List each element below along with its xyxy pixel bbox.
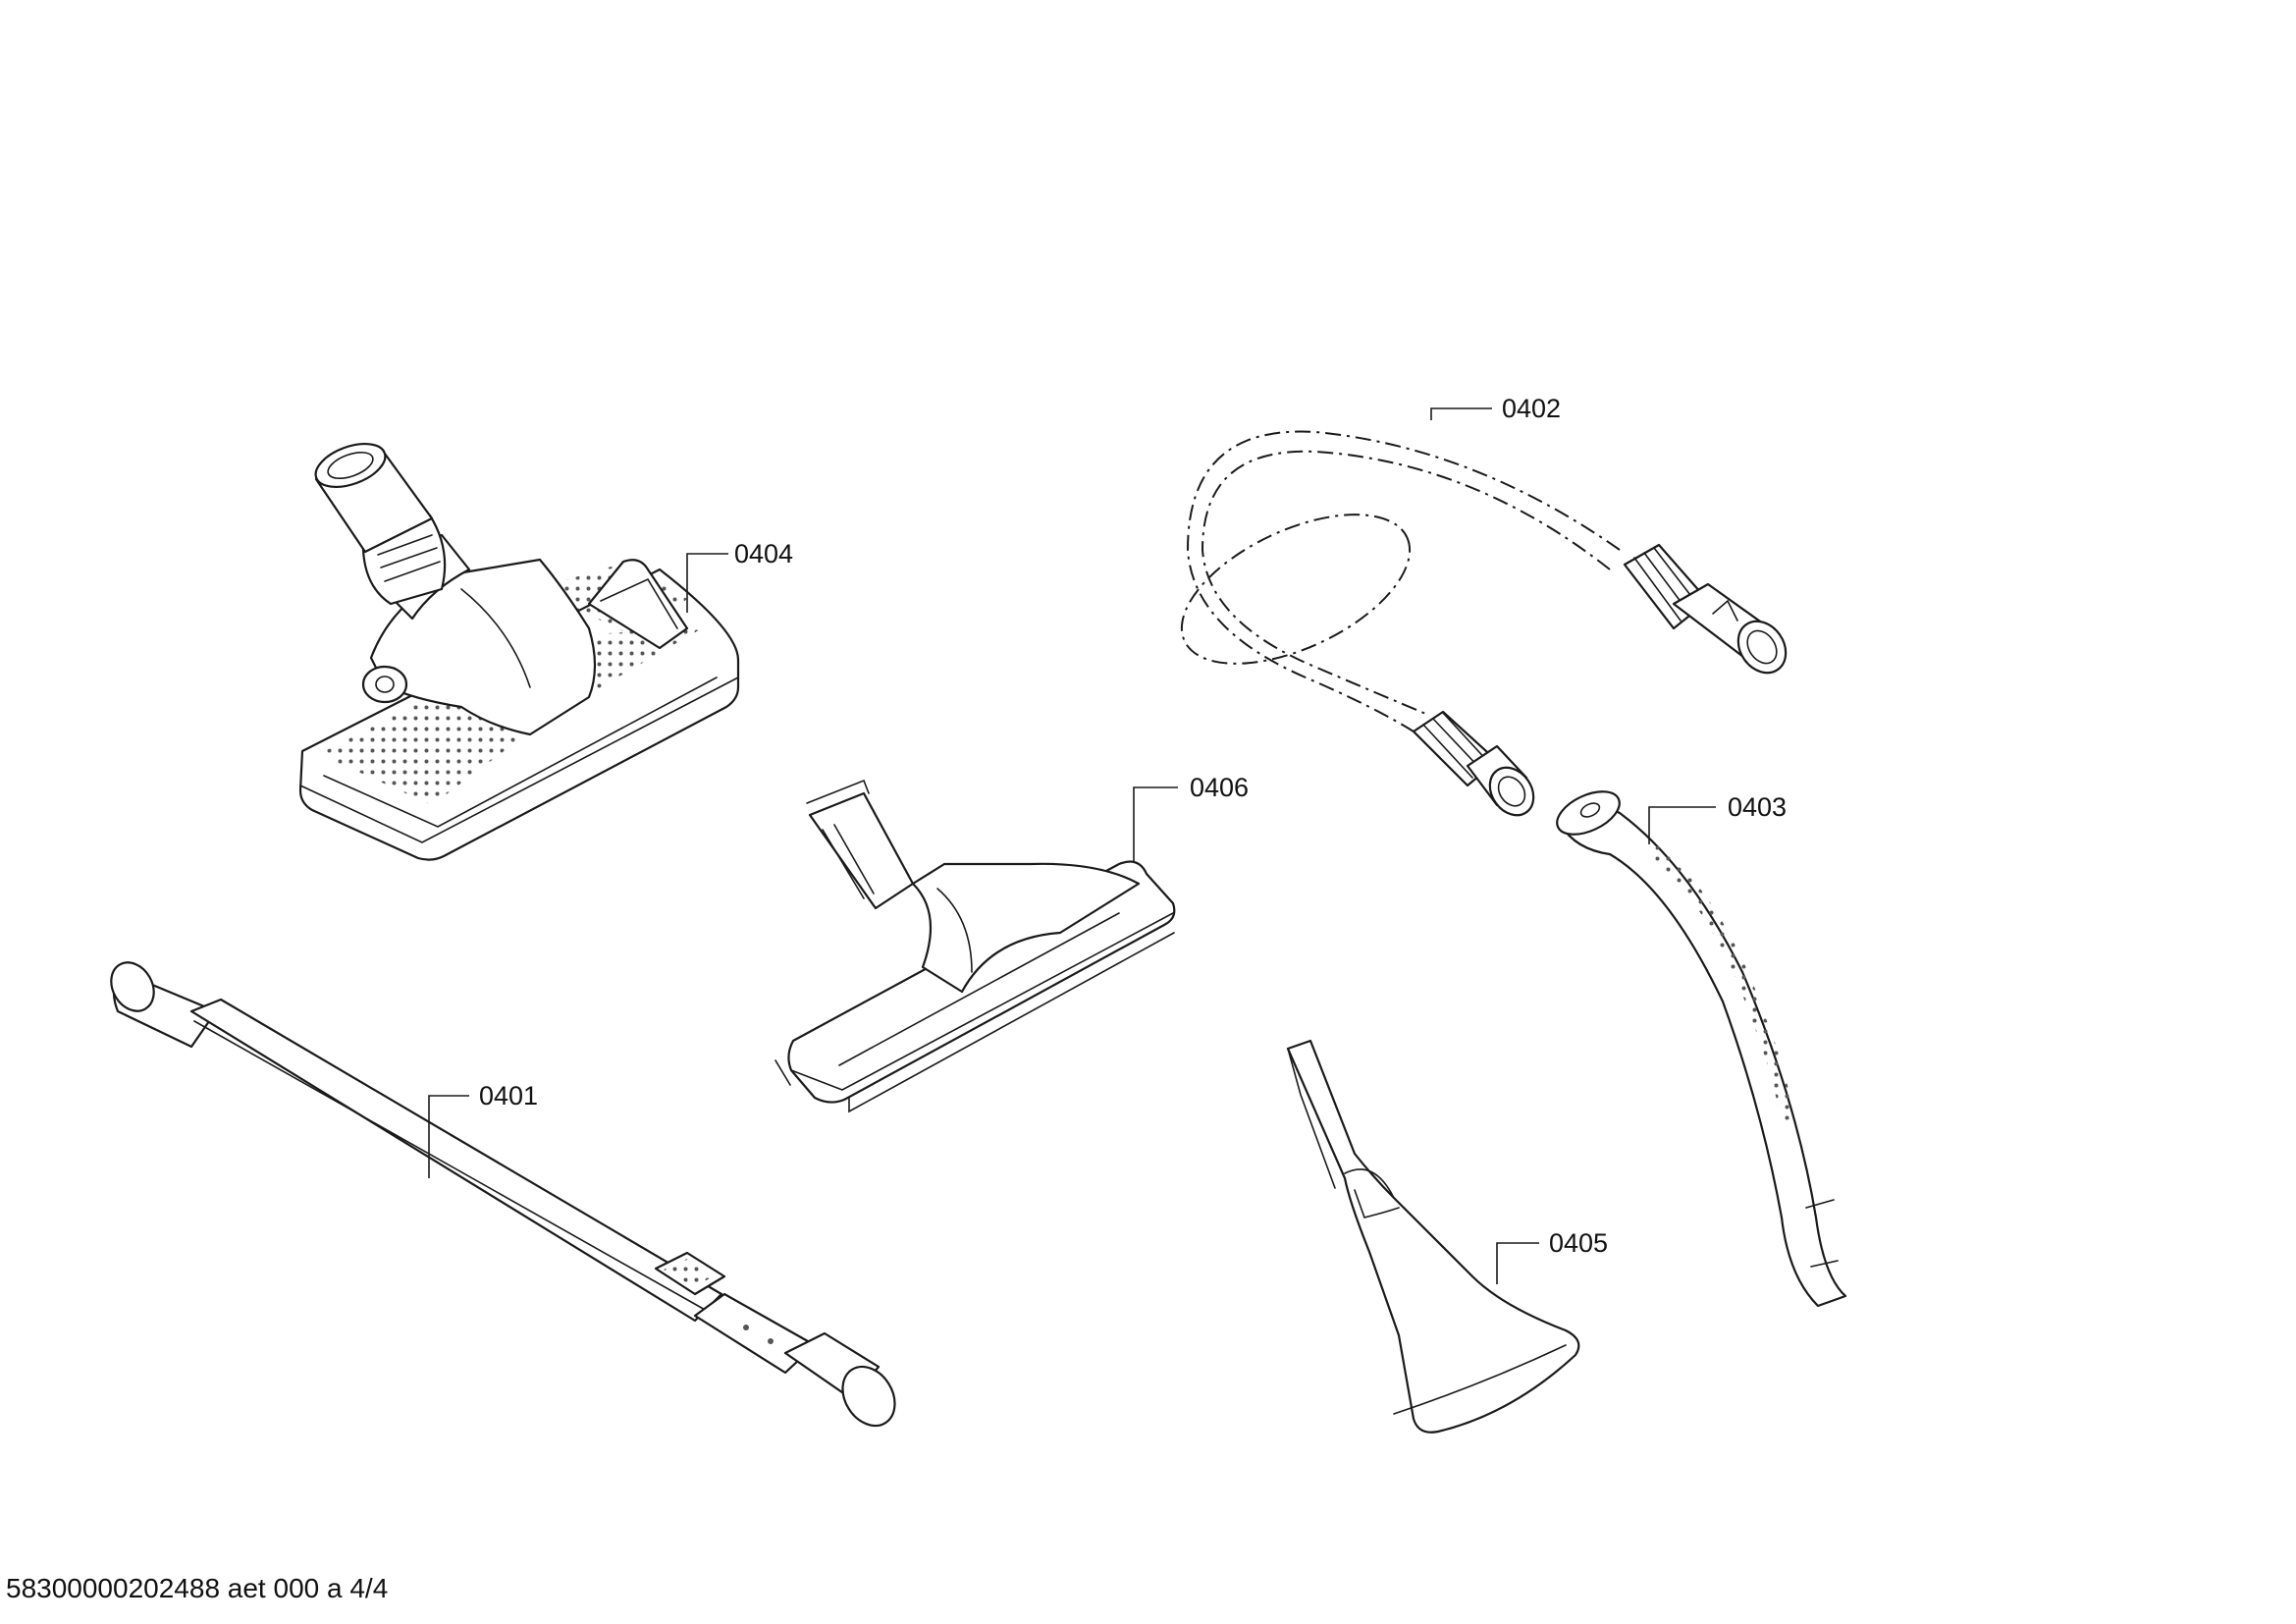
callout-0404: 0404: [734, 539, 793, 568]
telescopic-tube-part: [110, 961, 896, 1428]
leader-0406: [1133, 786, 1178, 862]
document-code: 58300000202488 aet 000 a 4/4: [6, 1573, 389, 1603]
leader-0405: [1496, 1242, 1539, 1284]
floor-nozzle-part: [298, 443, 740, 861]
callout-0405: 0405: [1549, 1228, 1608, 1258]
callout-0401: 0401: [479, 1081, 538, 1110]
crevice-tool-part: [1286, 1039, 1580, 1434]
hose-part: [1180, 430, 1788, 817]
leader-0404: [686, 553, 728, 613]
callout-0402: 0402: [1502, 394, 1561, 423]
callout-0406: 0406: [1190, 773, 1249, 802]
callout-0403: 0403: [1728, 792, 1787, 822]
leader-0403: [1648, 806, 1716, 844]
wide-nozzle-part: [774, 779, 1176, 1113]
hose-handle-part: [1556, 790, 1847, 1308]
leader-0401: [428, 1095, 469, 1178]
leader-0402: [1430, 407, 1492, 420]
